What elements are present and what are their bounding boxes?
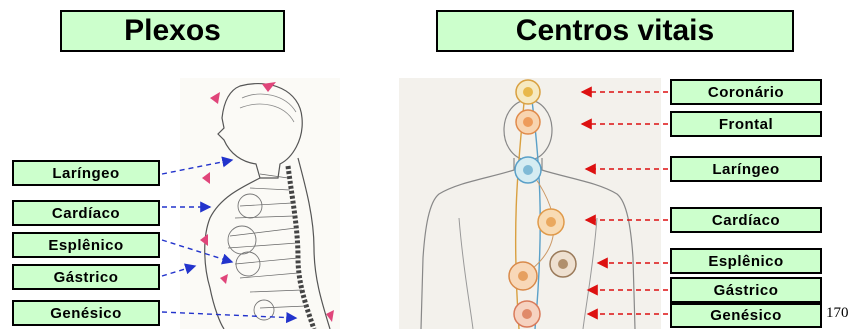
right-label-cardiaco-text: Cardíaco: [712, 212, 780, 229]
right-label-frontal-text: Frontal: [719, 116, 773, 133]
right-label-laringeo-text: Laríngeo: [712, 161, 779, 178]
centros-vitais-illustration: [399, 78, 661, 329]
genesico-center: [514, 301, 540, 327]
plexos-title-text: Plexos: [124, 14, 221, 48]
right-label-coronario-text: Coronário: [708, 84, 784, 101]
left-label-genesico-text: Genésico: [50, 305, 122, 322]
right-label-genesico: Genésico: [670, 303, 822, 328]
centros-vitais-title: Centros vitais: [436, 10, 794, 52]
laringeo-center: [515, 157, 541, 183]
cardiaco-center: [538, 209, 564, 235]
left-label-genesico: Genésico: [12, 300, 160, 326]
right-label-genesico-text: Genésico: [710, 307, 782, 324]
right-label-coronario: Coronário: [670, 79, 822, 105]
left-label-esplenico: Esplênico: [12, 232, 160, 258]
plexos-body-illustration: [180, 78, 340, 329]
left-label-gastrico: Gástrico: [12, 264, 160, 290]
right-label-laringeo: Laríngeo: [670, 156, 822, 182]
frontal-center: [516, 110, 540, 134]
centros-vitais-title-text: Centros vitais: [516, 14, 714, 48]
left-label-laringeo: Laríngeo: [12, 160, 160, 186]
page-number-text: 170: [826, 305, 849, 321]
right-label-gastrico-text: Gástrico: [714, 282, 779, 299]
left-label-laringeo-text: Laríngeo: [52, 165, 119, 182]
right-label-esplenico: Esplênico: [670, 248, 822, 274]
left-label-esplenico-text: Esplênico: [48, 237, 123, 254]
gastrico-center: [509, 262, 537, 290]
right-label-esplenico-text: Esplênico: [708, 253, 783, 270]
left-label-gastrico-text: Gástrico: [54, 269, 119, 286]
right-label-gastrico: Gástrico: [670, 277, 822, 303]
esplenico-center: [550, 251, 576, 277]
page-number: 170: [826, 305, 849, 322]
plexos-title: Plexos: [60, 10, 285, 52]
left-label-cardiaco: Cardíaco: [12, 200, 160, 226]
coronario-center: [516, 80, 540, 104]
right-label-frontal: Frontal: [670, 111, 822, 137]
left-label-cardiaco-text: Cardíaco: [52, 205, 120, 222]
right-label-cardiaco: Cardíaco: [670, 207, 822, 233]
